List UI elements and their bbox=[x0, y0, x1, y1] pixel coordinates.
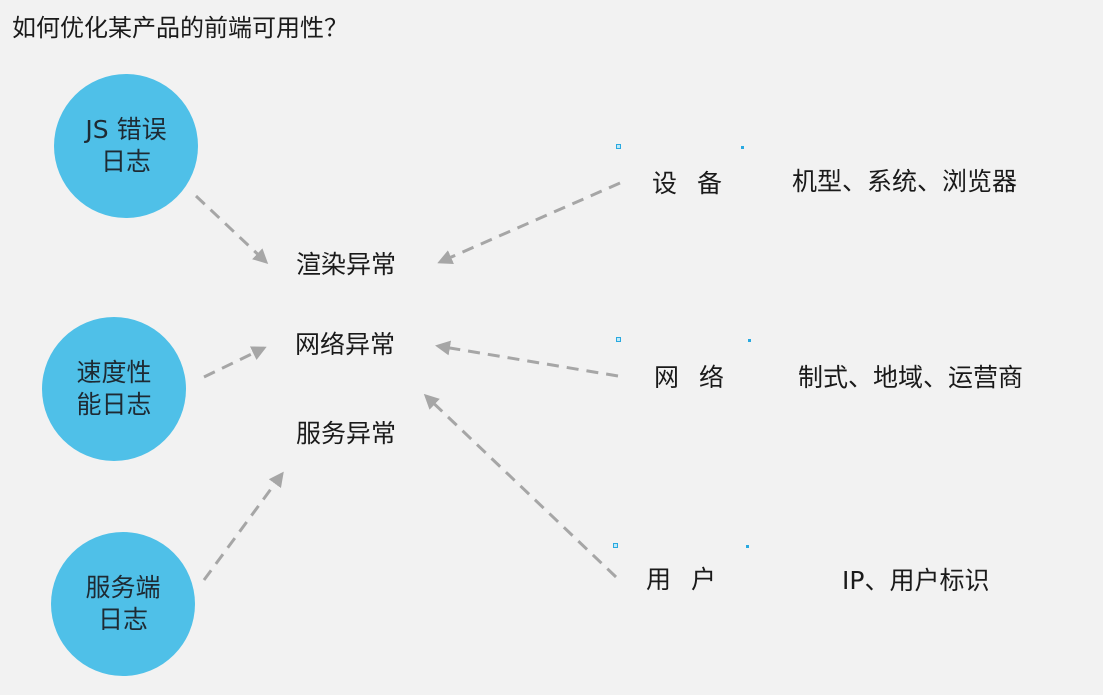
network-factor-label: 网 络 bbox=[654, 363, 730, 392]
arrow-network-to-network bbox=[435, 340, 619, 378]
arrow-speed-to-network bbox=[203, 346, 267, 379]
network-anomaly-label: 网络异常 bbox=[295, 330, 396, 359]
speed-performance-log-circle: 速度性 能日志 bbox=[42, 317, 186, 461]
network-marker-left bbox=[616, 337, 621, 342]
arrow-device-to-render bbox=[437, 181, 621, 265]
service-anomaly-label: 服务异常 bbox=[296, 419, 397, 448]
device-factor-label: 设 备 bbox=[652, 169, 728, 198]
user-marker-right bbox=[746, 545, 749, 548]
page-title: 如何优化某产品的前端可用性？ bbox=[12, 14, 348, 42]
network-factor-detail: 制式、地域、运营商 bbox=[798, 363, 1024, 392]
server-log-line1: 服务端 bbox=[85, 573, 161, 602]
device-factor-detail: 机型、系统、浏览器 bbox=[792, 167, 1018, 196]
user-factor-label: 用 户 bbox=[646, 565, 722, 594]
user-marker-left bbox=[613, 543, 618, 548]
js-error-log-circle: JS 错误 日志 bbox=[54, 74, 198, 218]
arrow-js-to-render bbox=[194, 194, 269, 265]
server-log-line2: 日志 bbox=[97, 605, 148, 634]
speed-log-line1: 速度性 bbox=[76, 358, 152, 387]
server-log-circle: 服务端 日志 bbox=[51, 532, 195, 676]
arrow-server-to-service bbox=[202, 471, 284, 581]
arrow-user-to-service bbox=[423, 393, 618, 579]
device-marker-right bbox=[741, 146, 744, 149]
js-error-log-line2: 日志 bbox=[100, 147, 151, 176]
js-error-log-line1: JS 错误 bbox=[85, 115, 167, 144]
device-marker-left bbox=[616, 144, 621, 149]
user-factor-detail: IP、用户标识 bbox=[842, 566, 990, 595]
speed-log-line2: 能日志 bbox=[76, 390, 152, 419]
network-marker-right bbox=[748, 339, 751, 342]
render-anomaly-label: 渲染异常 bbox=[296, 250, 397, 279]
